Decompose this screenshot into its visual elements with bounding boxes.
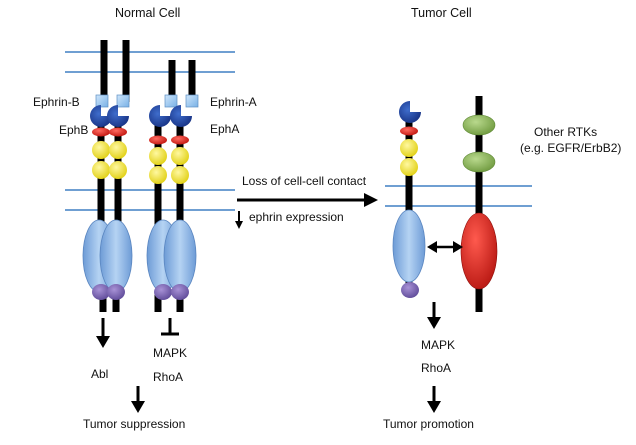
eph-a-label: EphA: [210, 122, 240, 136]
ephrin-b-label: Ephrin-B: [33, 95, 80, 109]
normal-rhoa-label: RhoA: [153, 370, 184, 384]
tumor-suppression-label: Tumor suppression: [83, 417, 186, 431]
tumor-promotion-label: Tumor promotion: [383, 417, 474, 431]
ephrin-a-eph-a-complex: [146, 60, 199, 312]
normal-signal-arrows: [96, 318, 179, 413]
other-rtks-example-label: (e.g. EGFR/ErbB2): [520, 141, 622, 155]
tumor-cell-title: Tumor Cell: [411, 6, 472, 20]
other-rtks-label: Other RTKs: [534, 125, 598, 139]
normal-cell-title: Normal Cell: [115, 6, 181, 20]
transition-arrows: [235, 193, 378, 229]
ephrin-b-eph-b-complex: [82, 40, 133, 312]
normal-mapk-label: MAPK: [153, 346, 188, 360]
ephrin-a-label: Ephrin-A: [210, 95, 257, 109]
upper-membrane-normal: [65, 51, 235, 73]
loss-of-contact-label: Loss of cell-cell contact: [242, 174, 367, 188]
abl-label: Abl: [91, 367, 109, 381]
tumor-signal-arrows: [427, 241, 463, 413]
tumor-eph-receptor: [392, 101, 426, 298]
tumor-mapk-label: MAPK: [421, 338, 456, 352]
lower-membrane-normal: [65, 189, 235, 211]
tumor-other-rtk: [460, 96, 498, 312]
eph-b-label: EphB: [59, 123, 89, 137]
tumor-rhoa-label: RhoA: [421, 361, 452, 375]
ephrin-expression-label: ephrin expression: [249, 210, 344, 224]
